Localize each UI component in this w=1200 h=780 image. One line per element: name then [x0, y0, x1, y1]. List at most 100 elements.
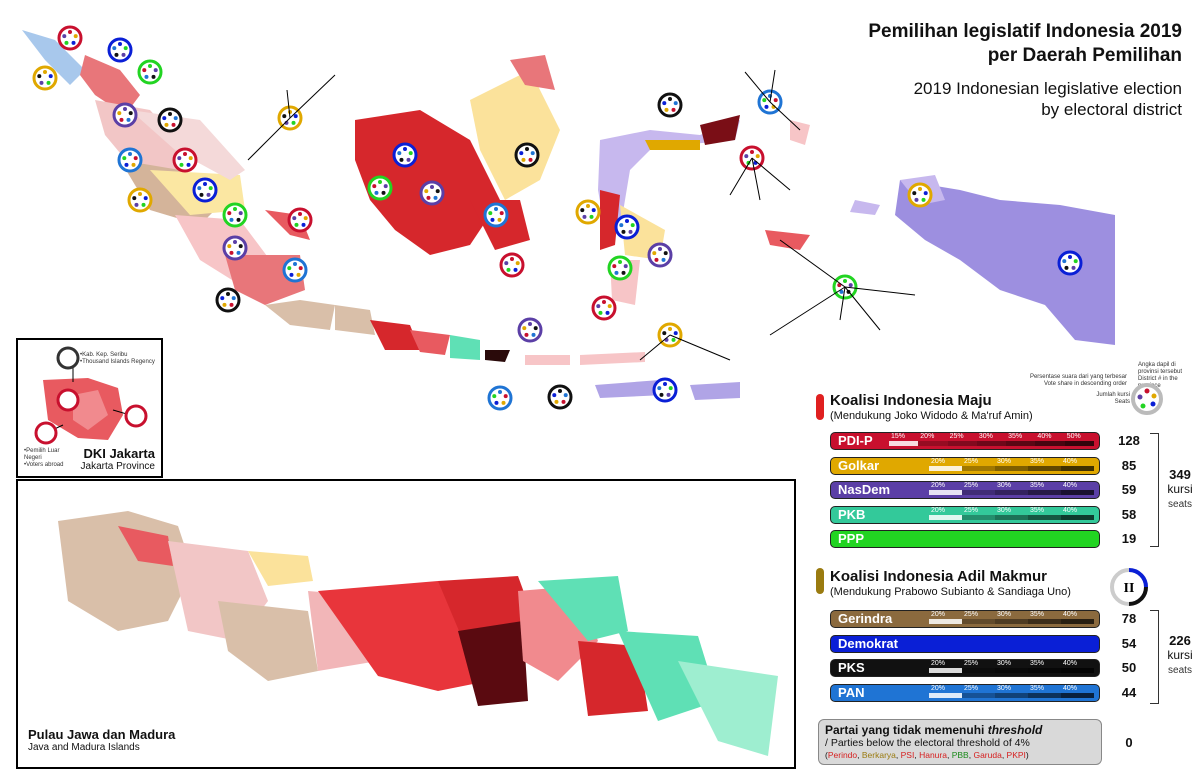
- district-marker: [157, 107, 183, 133]
- coalition-2-kursi: kursi: [1167, 648, 1193, 662]
- maluku-islands: [765, 120, 880, 250]
- seats-key-en: Seats: [1114, 399, 1130, 405]
- scale-label: 15%: [891, 433, 906, 440]
- district-marker: [287, 207, 313, 233]
- party-name: PKS: [838, 660, 865, 675]
- party-bar-ppp: PPP: [830, 530, 1100, 548]
- scale-band: [962, 490, 995, 495]
- scale-label: 25%: [964, 482, 979, 489]
- scale-band: [1064, 441, 1094, 446]
- coalition-1-total: 349 kursi seats: [1160, 468, 1200, 512]
- seats-key: Jumlah kursi Seats: [1070, 392, 1130, 406]
- java-map: [58, 511, 778, 756]
- district-marker: [547, 384, 573, 410]
- scale-label: 20%: [931, 611, 946, 618]
- coalition-1-name: Koalisi Indonesia Maju: [830, 392, 992, 409]
- jakarta-caption: DKI Jakarta Jakarta Province: [81, 446, 155, 473]
- scale-label: 30%: [997, 506, 1012, 514]
- party-seats: 50: [1121, 660, 1137, 675]
- scale-label: 35%: [1030, 457, 1045, 465]
- threshold-party: Perindo: [827, 750, 858, 760]
- district-marker: [107, 37, 133, 63]
- svg-text:II: II: [1124, 581, 1135, 596]
- party-seats: 85: [1121, 457, 1137, 473]
- seats-key-id: Jumlah kursi: [1096, 392, 1130, 398]
- scale-band: [995, 514, 1028, 520]
- threshold-box: Partai yang tidak memenuhi threshold / P…: [818, 719, 1102, 765]
- scale-label: 30%: [997, 660, 1012, 667]
- title-line-1: Pemilihan legislatif Indonesia 2019: [868, 21, 1182, 42]
- party-seats: 59: [1121, 482, 1137, 497]
- vote-share-en: Vote share in descending order: [1043, 381, 1127, 387]
- scale-band: [1028, 465, 1061, 471]
- scale-label: 30%: [997, 457, 1012, 465]
- party-scale: 20%25%30%35%40%: [889, 457, 1094, 471]
- district-marker: [392, 142, 418, 168]
- coalition-2-seats-label: seats: [1168, 665, 1192, 676]
- leader-lines: [247, 69, 916, 361]
- subtitle-line-2: by electoral district: [1041, 100, 1182, 119]
- scale-band: [1028, 490, 1061, 495]
- scale-label: 40%: [1063, 482, 1078, 489]
- coalition-2-header: Koalisi Indonesia Adil Makmur (Mendukung…: [830, 568, 1071, 599]
- title-line-2: per Daerah Pemilihan: [987, 45, 1182, 66]
- coalition-1-subtitle: (Mendukung Joko Widodo & Ma'ruf Amin): [830, 410, 1033, 422]
- party-scale: 20%25%30%35%40%: [889, 684, 1094, 698]
- title-block: Pemilihan legislatif Indonesia 2019 per …: [762, 20, 1182, 120]
- district-number-id: Angka dapil di provinsi tersebut: [1138, 362, 1183, 375]
- scale-label: 35%: [1030, 684, 1045, 692]
- scale-band: [1061, 668, 1094, 673]
- district-marker: [137, 59, 163, 85]
- java-subtitle: Java and Madura Islands: [28, 742, 140, 753]
- nusa-tenggara-islands: [525, 352, 740, 400]
- scale-label: 35%: [1008, 433, 1023, 440]
- coalition-1-color-mark: [816, 394, 824, 420]
- scale-label: 40%: [1063, 684, 1078, 692]
- java-island: [265, 300, 510, 362]
- jakarta-map: [34, 346, 148, 445]
- district-marker: [117, 147, 143, 173]
- scale-label: 25%: [964, 684, 979, 692]
- threshold-party: Garuda: [973, 750, 1002, 760]
- title-indonesian: Pemilihan legislatif Indonesia 2019 per …: [762, 20, 1182, 68]
- party-name: PAN: [838, 684, 865, 700]
- jakarta-title: DKI Jakarta: [83, 446, 155, 461]
- scale-label: 50%: [1066, 433, 1081, 440]
- threshold-party: PSI: [900, 750, 915, 760]
- district-marker: [367, 175, 393, 201]
- scale-label: 40%: [1063, 506, 1078, 514]
- scale-band: [929, 619, 962, 624]
- party-name: PPP: [838, 531, 865, 546]
- voters-abroad-label: •Pemilih Luar Negeri •Voters abroad: [24, 448, 74, 469]
- scale-band: [929, 490, 962, 495]
- district-marker: [907, 182, 933, 208]
- coalition-2-sample-marker: II: [1110, 568, 1148, 606]
- district-marker: [172, 147, 198, 173]
- vote-share-key: Persentase suara dari yang terbesar Vote…: [1002, 374, 1127, 388]
- scale-label: 40%: [1063, 611, 1078, 618]
- threshold-party: PKPI: [1006, 750, 1026, 760]
- scale-band: [1028, 514, 1061, 520]
- coalition-2-color-mark: [816, 568, 824, 594]
- scale-band: [929, 692, 962, 698]
- scale-label: 35%: [1030, 660, 1045, 667]
- district-marker: [57, 25, 83, 51]
- threshold-title-em: threshold: [987, 723, 1043, 737]
- scale-band: [929, 514, 962, 520]
- coalition-2-subtitle: (Mendukung Prabowo Subianto & Sandiaga U…: [830, 586, 1071, 598]
- party-scale: 20%25%30%35%40%: [889, 482, 1094, 495]
- party-scale: 20%25%30%35%40%: [889, 660, 1094, 673]
- district-marker: [192, 177, 218, 203]
- scale-label: 20%: [920, 433, 935, 440]
- java-caption: Pulau Jawa dan Madura Java and Madura Is…: [28, 728, 175, 754]
- district-marker: [575, 199, 601, 225]
- scale-band: [962, 692, 995, 698]
- scale-band: [889, 441, 919, 446]
- party-name: PDI-P: [838, 433, 873, 448]
- scale-label: 40%: [1063, 457, 1078, 465]
- party-seats: 44: [1121, 684, 1137, 700]
